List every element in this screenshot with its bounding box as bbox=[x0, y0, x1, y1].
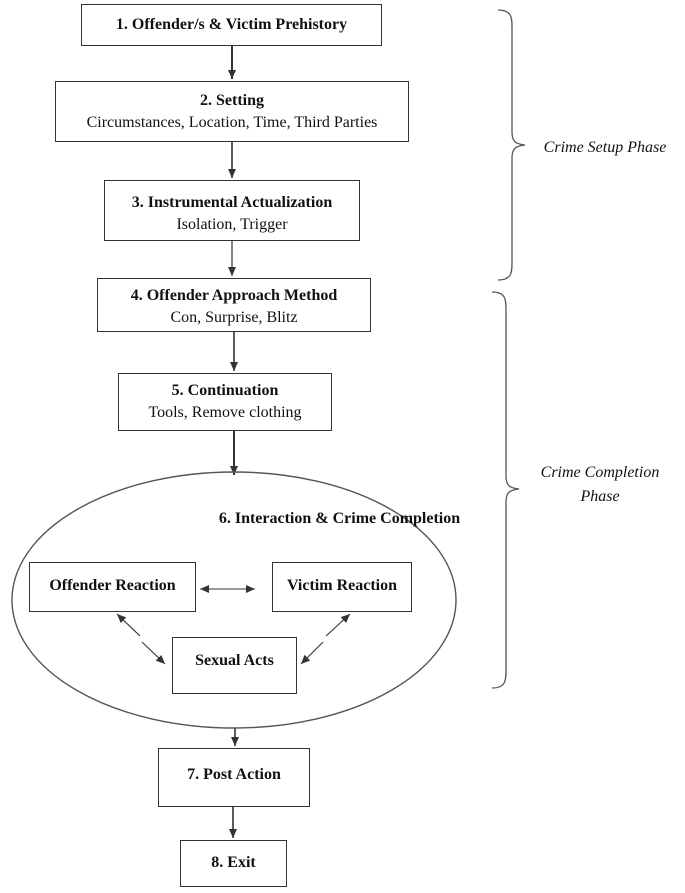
offender-reaction-box: Offender Reaction bbox=[29, 562, 196, 612]
step-7-title: 7. Post Action bbox=[187, 766, 281, 783]
offender-reaction-label: Offender Reaction bbox=[49, 577, 176, 594]
victim-reaction-box: Victim Reaction bbox=[272, 562, 412, 612]
completion-phase-label: Crime Completion Phase bbox=[530, 461, 670, 509]
step-1-box: 1. Offender/s & Victim Prehistory bbox=[81, 4, 382, 46]
step-8-title: 8. Exit bbox=[211, 854, 256, 871]
step-6-title: 6. Interaction & Crime Completion bbox=[218, 510, 461, 527]
victim-reaction-label: Victim Reaction bbox=[286, 577, 398, 594]
arrow-sexual-to-victim bbox=[325, 613, 351, 637]
sexual-acts-box: Sexual Acts bbox=[172, 637, 297, 694]
arrow-sexual-to-offender bbox=[116, 613, 141, 637]
step-5-box: 5. Continuation Tools, Remove clothing bbox=[118, 373, 332, 431]
setup-phase-text: Crime Setup Phase bbox=[543, 139, 667, 156]
step-4-subtitle: Con, Surprise, Blitz bbox=[170, 309, 298, 326]
step-5-subtitle: Tools, Remove clothing bbox=[148, 404, 302, 421]
sexual-acts-label: Sexual Acts bbox=[195, 652, 274, 669]
step-4-title: 4. Offender Approach Method bbox=[130, 287, 338, 304]
arrow-victim-to-sexual bbox=[300, 641, 324, 665]
step-2-box: 2. Setting Circumstances, Location, Time… bbox=[55, 81, 409, 142]
step-7-box: 7. Post Action bbox=[158, 748, 310, 807]
setup-phase-brace bbox=[497, 9, 526, 281]
step-2-title: 2. Setting bbox=[200, 92, 264, 109]
step-3-title: 3. Instrumental Actualization bbox=[131, 194, 333, 211]
step-3-box: 3. Instrumental Actualization Isolation,… bbox=[104, 180, 360, 241]
step-1-title: 1. Offender/s & Victim Prehistory bbox=[115, 16, 348, 33]
step-8-box: 8. Exit bbox=[180, 840, 287, 887]
completion-phase-line1: Crime Completion bbox=[540, 464, 660, 481]
step-5-title: 5. Continuation bbox=[171, 382, 279, 399]
arrow-offender-to-sexual bbox=[141, 641, 166, 665]
completion-phase-line2: Phase bbox=[580, 488, 620, 505]
completion-phase-brace bbox=[491, 291, 520, 689]
step-3-subtitle: Isolation, Trigger bbox=[176, 216, 288, 233]
step-2-subtitle: Circumstances, Location, Time, Third Par… bbox=[86, 114, 378, 131]
setup-phase-label: Crime Setup Phase bbox=[530, 136, 680, 160]
step-4-box: 4. Offender Approach Method Con, Surpris… bbox=[97, 278, 371, 332]
interaction-ellipse bbox=[11, 471, 457, 729]
